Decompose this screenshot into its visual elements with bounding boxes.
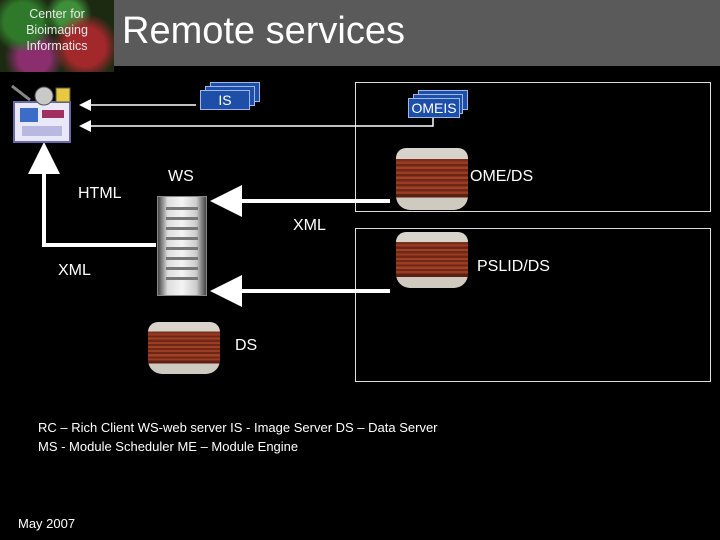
web-server-icon [157,196,207,296]
rich-client-icon [11,84,71,143]
xml-label-left: XML [58,262,91,279]
omeis-to-client-arrow [79,112,434,132]
is-label: IS [218,92,232,108]
logo-text: Center for Bioimaging Informatics [0,6,114,54]
slide-date: May 2007 [18,516,76,531]
ws-label: WS [168,168,194,185]
is-card-front: IS [200,90,250,110]
logo-line-2: Bioimaging [26,23,88,37]
footnote-legend: RC – Rich Client WS-web server IS - Imag… [38,418,438,456]
xml-label-right: XML [293,217,326,234]
footnote-line-1: RC – Rich Client WS-web server IS - Imag… [38,420,438,435]
ds-disk-icon [148,322,220,374]
html-label: HTML [78,185,122,202]
omeis-card-front: OMEIS [408,98,460,118]
logo-line-3: Informatics [26,39,88,53]
pslid-ds-label: PSLID/DS [477,258,550,275]
pslid-ds-disk-icon [396,232,468,288]
html-arrow [28,142,156,247]
ome-ds-box [355,82,711,212]
page-title: Remote services [122,10,405,52]
omeis-label: OMEIS [411,100,457,116]
footnote-line-2: MS - Module Scheduler ME – Module Engine [38,439,299,454]
ome-ds-disk-icon [396,148,468,210]
header-bar [0,0,720,66]
ome-ds-label: OME/DS [470,168,534,185]
pslid-ds-box [355,228,711,382]
logo-line-1: Center for [29,7,85,21]
logo [0,0,114,72]
ds-label: DS [235,337,258,354]
